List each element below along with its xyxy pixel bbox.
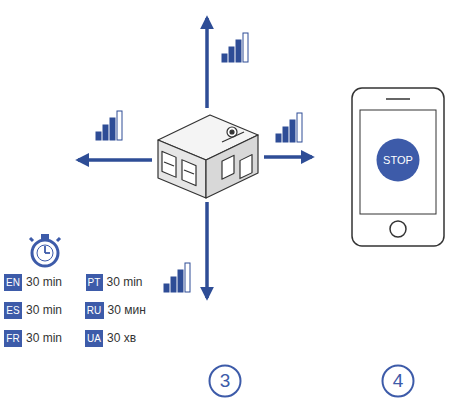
duration-text: 30 min (107, 275, 143, 289)
signal-bar (110, 118, 115, 140)
signal-bars (96, 33, 302, 292)
stopwatch-icon (30, 234, 60, 266)
stop-button: STOP (375, 137, 421, 183)
signal-bar (290, 120, 295, 142)
signal-bar (283, 127, 288, 142)
duration-text: 30 min (26, 331, 62, 345)
language-code: EN (6, 277, 20, 288)
signal-bar (243, 33, 248, 62)
signal-bar (229, 47, 234, 62)
device-module (158, 115, 258, 198)
duration-text: 30 мин (108, 303, 146, 317)
language-tag: EN (4, 274, 22, 291)
language-tag: ES (4, 302, 22, 319)
language-code: ES (6, 305, 19, 316)
callout-number: 4 (393, 370, 404, 392)
language-code: FR (6, 333, 19, 344)
language-code: RU (87, 305, 101, 316)
signal-bar (276, 134, 281, 142)
callout-number: 3 (208, 364, 242, 398)
signal-bar (117, 111, 122, 140)
button-label: STOP (383, 154, 413, 166)
signal-bar (178, 270, 183, 292)
language-tag: RU (85, 302, 104, 319)
signal-bar (236, 40, 241, 62)
duration-text: 30 min (26, 275, 62, 289)
duration-text: 30 min (26, 303, 62, 317)
language-tag: UA (85, 330, 103, 347)
signal-arrow (78, 18, 312, 298)
signal-bar (297, 113, 302, 142)
callout-number: 3 (220, 370, 231, 392)
signal-bar (164, 284, 169, 292)
language-tag: PT (86, 274, 103, 291)
language-code: UA (87, 333, 101, 344)
callout-number: 4 (381, 364, 415, 398)
language-tag: FR (4, 330, 22, 347)
signal-bar (185, 263, 190, 292)
signal-bar (103, 125, 108, 140)
signal-bar (96, 132, 101, 140)
smartphone (352, 88, 444, 246)
signal-bar (171, 277, 176, 292)
duration-text: 30 хв (107, 331, 136, 345)
language-code: PT (88, 277, 101, 288)
signal-bar (222, 54, 227, 62)
